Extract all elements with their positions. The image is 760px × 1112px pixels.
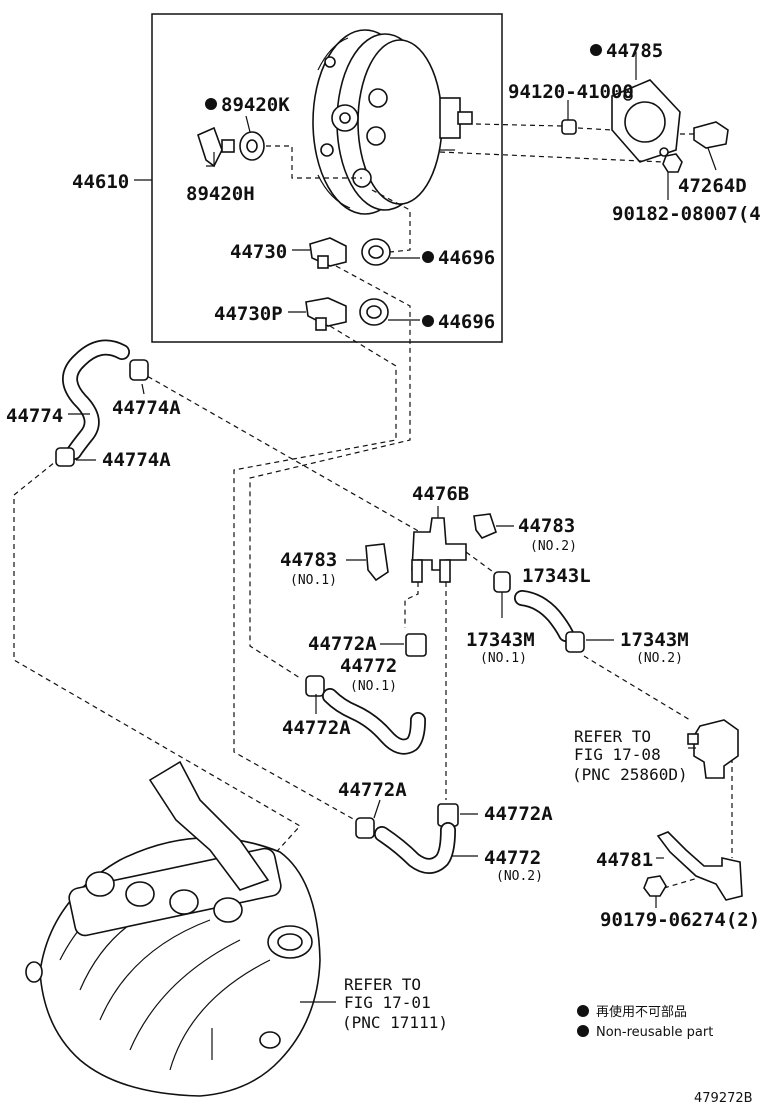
brake-booster[interactable]: [312, 29, 473, 215]
clamp-17343m-no2[interactable]: [565, 631, 585, 653]
booster-gasket[interactable]: [611, 79, 681, 163]
clip-44783-no2[interactable]: [473, 513, 497, 539]
part-label-44730p[interactable]: 44730P: [214, 303, 283, 325]
legend-dot: [577, 1005, 589, 1017]
part-label-17343m-no2[interactable]: 17343M: [620, 629, 689, 651]
clamp-44774a-lower[interactable]: [55, 447, 75, 467]
part-label-44774a-upper[interactable]: 44774A: [112, 397, 181, 419]
part-label-44610[interactable]: 44610: [72, 171, 129, 193]
part-sublabel-17343m-no2: (NO.2): [636, 651, 683, 666]
part-label-90182-08007[interactable]: 90182-08007(4): [612, 203, 760, 225]
legend-text-japanese: 再使用不可部品: [596, 1004, 687, 1020]
figure-code: 479272B: [694, 1091, 753, 1106]
refer-to-fig-17-08-line1: REFER TO: [574, 727, 651, 746]
refer-to-fig-17-01-line3: (PNC 17111): [342, 1013, 448, 1032]
part-label-44783-no1[interactable]: 44783: [280, 549, 337, 571]
refer-to-fig-17-01-line2[interactable]: FIG 17-01: [344, 993, 431, 1012]
refer-to-fig-17-01-line1: REFER TO: [344, 975, 421, 994]
part-label-89420k[interactable]: 89420K: [221, 94, 290, 116]
part-label-44772a-3[interactable]: 44772A: [338, 779, 407, 801]
clamp-44772a-3[interactable]: [355, 817, 375, 839]
bracket-44781[interactable]: [656, 831, 743, 901]
part-label-44772a-2[interactable]: 44772A: [282, 717, 351, 739]
part-sublabel-44783-no2: (NO.2): [530, 539, 577, 554]
check-valve[interactable]: [197, 126, 235, 168]
non-reusable-marker: [422, 315, 434, 327]
part-label-94120-41000[interactable]: 94120-41000: [508, 81, 634, 103]
part-label-90179-06274[interactable]: 90179-06274(2): [600, 909, 760, 931]
legend-text-english: Non-reusable part: [596, 1025, 713, 1040]
part-label-44774a-lower[interactable]: 44774A: [102, 449, 171, 471]
hose-44774[interactable]: [62, 339, 130, 460]
part-label-17343l[interactable]: 17343L: [522, 565, 591, 587]
hose-44772-no1[interactable]: [322, 688, 426, 755]
part-sublabel-17343m-no1: (NO.1): [480, 651, 527, 666]
part-label-47264d[interactable]: 47264D: [678, 175, 747, 197]
part-label-44772-no1[interactable]: 44772: [340, 655, 397, 677]
part-sublabel-44772-no1: (NO.1): [350, 679, 397, 694]
vacuum-fitting-44730p[interactable]: [305, 297, 347, 331]
part-label-44783-no2[interactable]: 44783: [518, 515, 575, 537]
refer-to-fig-17-08-line3: (PNC 25860D): [572, 765, 688, 784]
clip-44783-no1[interactable]: [365, 543, 389, 582]
part-label-44730[interactable]: 44730: [230, 241, 287, 263]
vacuum-sensor[interactable]: [687, 719, 739, 779]
part-label-89420h[interactable]: 89420H: [186, 183, 255, 205]
part-sublabel-44783-no1: (NO.1): [290, 573, 337, 588]
part-sublabel-44772-no2: (NO.2): [496, 869, 543, 884]
part-label-44772a-1[interactable]: 44772A: [308, 633, 377, 655]
assembly-box: [151, 13, 503, 343]
union-4476b[interactable]: [411, 517, 467, 583]
clip-94120[interactable]: [561, 119, 577, 135]
legend-dot: [577, 1025, 589, 1037]
clamp-17343m-no1[interactable]: [493, 571, 511, 593]
grommet[interactable]: [239, 131, 265, 161]
vacuum-fitting-44730[interactable]: [309, 237, 347, 269]
part-label-44781[interactable]: 44781: [596, 849, 653, 871]
part-label-44772a-4[interactable]: 44772A: [484, 803, 553, 825]
bolt-90179[interactable]: [643, 875, 667, 897]
part-label-4476b[interactable]: 4476B: [412, 483, 469, 505]
part-label-17343m-no1[interactable]: 17343M: [466, 629, 535, 651]
hose-44772-no2[interactable]: [374, 822, 456, 874]
part-label-44696-lower[interactable]: 44696: [438, 311, 495, 333]
hose-17343l[interactable]: [514, 590, 574, 642]
refer-to-fig-17-08-line2[interactable]: FIG 17-08: [574, 745, 661, 764]
part-label-44774[interactable]: 44774: [6, 405, 63, 427]
non-reusable-marker: [422, 251, 434, 263]
clevis-47264d[interactable]: [693, 121, 729, 149]
grommet-44696-upper[interactable]: [361, 238, 391, 266]
clamp-44772a-1[interactable]: [405, 633, 427, 657]
non-reusable-marker: [590, 44, 602, 56]
intake-manifold[interactable]: [25, 760, 321, 1097]
grommet-44696-lower[interactable]: [359, 298, 389, 326]
non-reusable-marker: [205, 98, 217, 110]
clamp-44774a-upper[interactable]: [129, 359, 149, 381]
clamp-44772a-2[interactable]: [305, 675, 325, 697]
nut-90182[interactable]: [662, 153, 683, 173]
part-label-44772-no2[interactable]: 44772: [484, 847, 541, 869]
part-label-44785[interactable]: 44785: [606, 40, 663, 62]
part-label-44696-upper[interactable]: 44696: [438, 247, 495, 269]
